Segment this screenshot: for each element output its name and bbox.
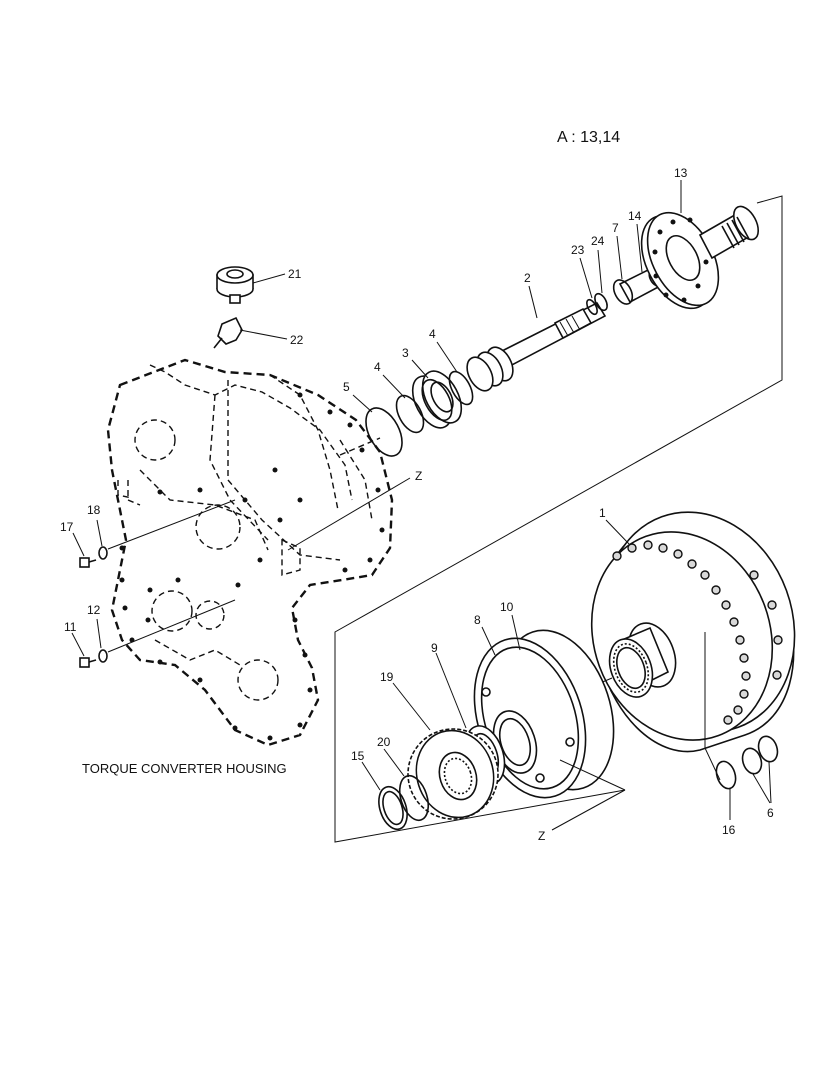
callout-10: 10 xyxy=(500,600,514,614)
part-20-snap-ring xyxy=(398,774,430,822)
callout-22: 22 xyxy=(290,333,304,347)
part-7-snap-ring xyxy=(612,279,634,305)
torque-converter-housing xyxy=(106,358,394,747)
part-2-shaft xyxy=(466,301,607,392)
reference-label: A : 13,14 xyxy=(557,129,620,146)
part-17-bolt xyxy=(79,557,97,568)
callout-19: 19 xyxy=(380,670,394,684)
part-24-o-ring xyxy=(594,292,608,312)
part-19-gear xyxy=(407,728,499,820)
callout-18: 18 xyxy=(87,503,101,517)
part-6-snap-ring-b xyxy=(757,735,779,763)
z-label-lower: Z xyxy=(538,829,545,843)
callout-14: 14 xyxy=(628,209,642,223)
part-11-bolt xyxy=(79,657,97,668)
callout-15: 15 xyxy=(351,749,365,763)
callout-17: 17 xyxy=(60,520,74,534)
part-18-washer xyxy=(98,546,108,560)
center-axis-line xyxy=(704,632,721,781)
callout-6: 6 xyxy=(767,806,774,820)
part-12-washer xyxy=(98,649,108,663)
callout-7: 7 xyxy=(612,221,619,235)
callout-21: 21 xyxy=(288,267,302,281)
callout-2: 2 xyxy=(524,271,531,285)
part-15-circlip xyxy=(378,785,408,831)
part-5-circlip xyxy=(365,407,403,457)
part-4-snap-ring-inner xyxy=(395,394,425,434)
part-13-flange-shaft xyxy=(640,205,760,310)
z-line-lower xyxy=(559,759,626,791)
part-22-elbow-fitting xyxy=(213,316,243,349)
callout-4-lower: 4 xyxy=(374,360,381,374)
callout-8: 8 xyxy=(474,613,481,627)
diagram-caption: TORQUE CONVERTER HOUSING xyxy=(82,761,287,776)
part-8-pump-cover xyxy=(473,637,587,799)
part-1-torque-converter xyxy=(590,511,796,753)
part-4-snap-ring-outer xyxy=(448,370,474,406)
part-6-snap-ring-a xyxy=(741,747,763,775)
part-23-o-ring xyxy=(586,298,598,316)
callout-3: 3 xyxy=(402,346,409,360)
part-3-bearing xyxy=(411,370,463,429)
callout-1: 1 xyxy=(599,506,606,520)
z-line-upper xyxy=(287,477,411,551)
callout-11: 11 xyxy=(64,620,77,634)
callout-4-upper: 4 xyxy=(429,327,436,341)
callout-9: 9 xyxy=(431,641,438,655)
part-21-breather-cap xyxy=(216,266,254,304)
part-16-snap-ring xyxy=(715,760,737,790)
group-frame xyxy=(334,195,783,843)
callout-20: 20 xyxy=(377,735,391,749)
callout-12: 12 xyxy=(87,603,101,617)
callout-23: 23 xyxy=(571,243,585,257)
callout-5: 5 xyxy=(343,380,350,394)
callout-13: 13 xyxy=(674,166,688,180)
callout-24: 24 xyxy=(591,234,605,248)
z-label-upper: Z xyxy=(415,469,422,483)
callout-16: 16 xyxy=(722,823,736,837)
